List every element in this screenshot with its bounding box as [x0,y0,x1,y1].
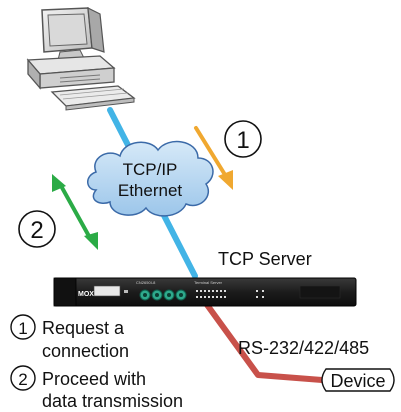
device-node: Device [321,368,395,392]
step1-marker: 1 [224,120,262,158]
moxa-logo-text: MOXA [78,291,99,298]
computer-icon [26,6,136,111]
tcp-server-label: TCP Server [218,249,312,269]
legend: 1 Request a connection 2 Proceed with da… [10,314,183,411]
legend-item-2-line2: data transmission [42,391,183,411]
serial-link-label: RS-232/422/485 [238,338,369,358]
step1-arrow [194,126,233,190]
legend-item-1-line2: connection [42,341,129,361]
legend-item-1: 1 Request a connection [10,314,129,361]
device-label: Device [330,371,385,391]
legend-item-1-number: 1 [18,319,27,338]
panel-text: Terminal Server [194,280,223,285]
step1-marker-number: 1 [236,127,249,154]
moxa-server-device: MOXA CN2650I-8 Terminal Server [53,277,357,307]
serial-link [202,299,325,383]
tcp-ip-cloud: TCP/IP Ethernet [87,140,214,217]
legend-item-2-number: 2 [18,370,27,389]
step2-arrow [52,174,98,250]
led-indicators [196,290,264,298]
legend-item-2: 2 Proceed with data transmission [10,365,183,411]
legend-item-1-line1: Request a [42,318,125,338]
step2-marker: 2 [18,210,56,248]
step2-marker-number: 2 [30,217,43,244]
cloud-label-line1: TCP/IP [123,160,178,179]
cloud-label-line2: Ethernet [118,181,183,200]
model-text: CN2650I-8 [136,280,156,285]
legend-item-2-line1: Proceed with [42,369,146,389]
